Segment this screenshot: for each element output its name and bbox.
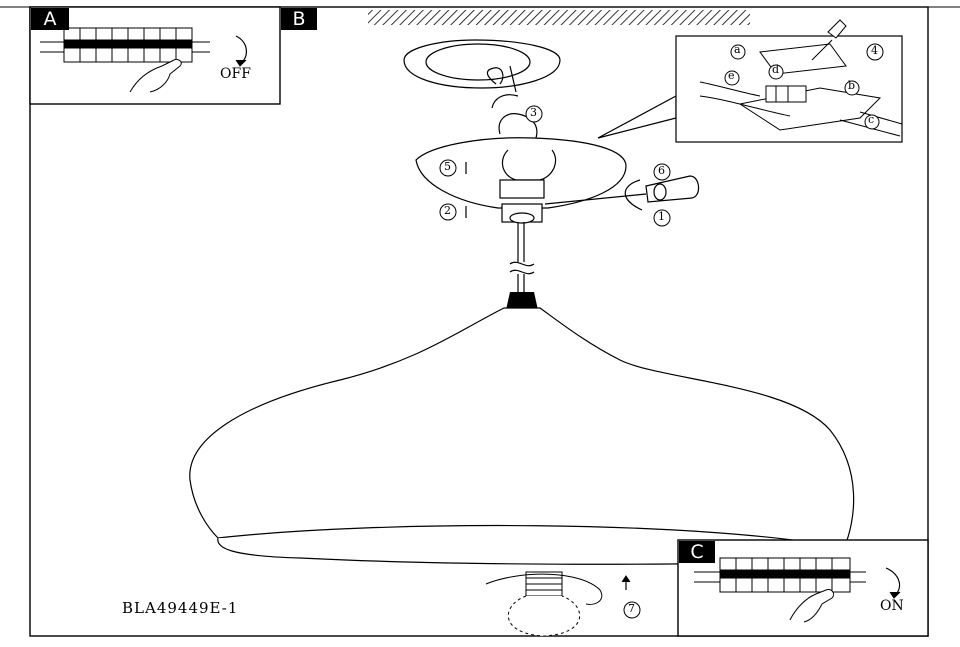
canopy-cover — [415, 113, 627, 224]
screwdriver-icon — [544, 175, 700, 205]
step-1-label: 1 — [658, 210, 665, 223]
panel-c-power-on — [677, 539, 929, 637]
model-code: BLA49449E-1 — [122, 599, 239, 617]
wire-d-label: d — [772, 63, 780, 76]
step-3-label: 3 — [530, 106, 537, 119]
wire-c-label: c — [868, 113, 875, 126]
lamp-shade — [189, 307, 855, 565]
step-5-label: 5 — [444, 160, 451, 173]
suspension-cord — [509, 222, 535, 292]
step-6-label: 6 — [658, 164, 665, 177]
panel-b-tag: B — [281, 8, 317, 30]
panel-a-power-off — [29, 6, 281, 105]
light-bulb-icon — [485, 571, 603, 637]
step-4-label: 4 — [871, 44, 878, 57]
hand-on-icon — [789, 589, 835, 623]
step-7-label: 7 — [628, 602, 635, 615]
wire-e-label: e — [728, 69, 735, 82]
panel-a-tag: A — [31, 8, 69, 30]
wire-a-label: a — [734, 43, 741, 56]
hand-icon — [129, 59, 182, 93]
ceiling-hatch — [368, 10, 750, 25]
off-label: OFF — [220, 66, 251, 82]
panel-c-tag: C — [679, 541, 715, 563]
step-2-label: 2 — [444, 204, 451, 217]
ceiling-canopy — [403, 39, 561, 93]
wire-b-label: b — [848, 79, 856, 92]
cord-grip — [506, 292, 538, 310]
hook-arrow-icon — [491, 94, 519, 109]
step-arrows — [465, 162, 643, 218]
on-label: ON — [880, 598, 904, 614]
detail-callout-leader — [597, 94, 677, 139]
main-frame — [29, 6, 929, 637]
terminal-detail-box — [675, 19, 903, 143]
breaker-box-icon — [40, 27, 210, 63]
breaker-box-on-icon — [694, 557, 866, 593]
step-circles — [439, 43, 884, 619]
